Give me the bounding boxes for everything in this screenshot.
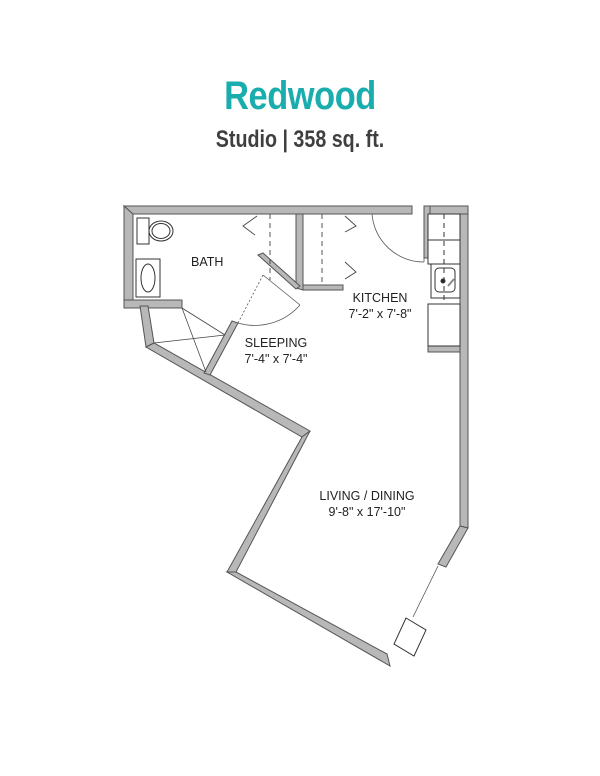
toilet-tank-icon <box>136 217 150 245</box>
bath-fixtures <box>135 217 174 298</box>
wall-closet-divider <box>295 213 304 291</box>
refrigerator-icon <box>427 303 461 347</box>
room-label-bath: BATH <box>191 255 223 269</box>
room-dims-sleeping: 7'-4" x 7'-4" <box>245 352 308 366</box>
plan-title: Redwood <box>224 74 376 118</box>
walls <box>122 204 469 668</box>
linen-closet-icon <box>153 307 226 373</box>
wall-right-angled <box>437 525 469 568</box>
wall-diagonal-lower <box>226 430 311 573</box>
wall-closet-left <box>139 305 155 348</box>
room-label-kitchen: KITCHEN <box>353 291 408 305</box>
plan-subtitle: Studio | 358 sq. ft. <box>215 126 385 153</box>
bath-door-opening <box>237 274 264 324</box>
closet-icon <box>242 214 357 285</box>
kitchen-door-swing <box>371 213 425 263</box>
doors <box>237 213 439 618</box>
ac-unit-icon <box>393 617 427 657</box>
kitchen-counter <box>427 213 461 347</box>
wall-bottom <box>225 571 391 668</box>
bath-door-leaf <box>262 274 301 306</box>
wall-kitchen-bottom <box>427 345 461 353</box>
balcony-door <box>412 565 439 618</box>
wall-top-left <box>122 205 413 215</box>
wall-right <box>459 213 469 529</box>
wall-bath-left <box>123 204 134 307</box>
bath-door-swing <box>237 304 301 326</box>
wall-bath-bottom <box>123 299 183 309</box>
room-dims-living: 9'-8" x 17'-10" <box>329 505 406 519</box>
wall-bath-partition <box>257 252 301 290</box>
wall-closet-bottom <box>302 284 344 291</box>
room-dims-kitchen: 7'-2" x 7'-8" <box>349 307 412 321</box>
room-label-living: LIVING / DINING <box>319 489 414 503</box>
wall-sleeping-partition <box>203 320 239 376</box>
room-label-sleeping: SLEEPING <box>245 336 308 350</box>
wall-top-right <box>423 205 469 215</box>
